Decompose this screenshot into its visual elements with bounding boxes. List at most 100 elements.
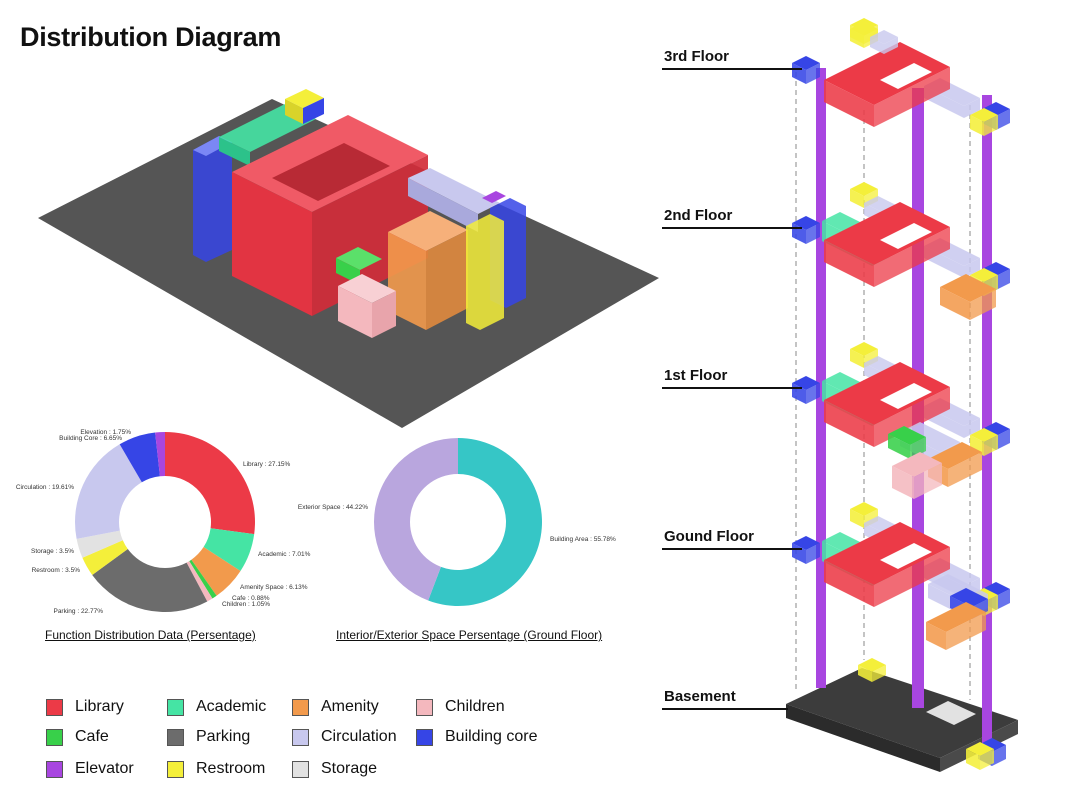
legend-label: Children (445, 698, 505, 715)
core-cube-side (806, 383, 820, 404)
legend-item-cafe: Cafe (46, 726, 109, 748)
legend-label: Parking (196, 728, 251, 745)
floor-leader-line (662, 708, 788, 710)
slice-building-core (119, 432, 160, 483)
library-ring-top (824, 522, 950, 585)
amenity-block-top (926, 602, 986, 632)
slice-label-library: Library : 27.15% (243, 461, 291, 468)
legend-swatch (416, 728, 433, 746)
floor-assembly-1 (792, 22, 1010, 136)
legend-item-academic: Academic (167, 696, 266, 718)
children-block-front (892, 466, 914, 499)
slice-label-parking: Parking : 22.77% (53, 608, 103, 615)
function-distribution-chart: Library : 27.15% Academic : 7.01% Amenity … (16, 429, 311, 615)
slice-label-children: Children : 1.05% (222, 601, 270, 608)
legend-label: Elevator (75, 760, 134, 777)
legend-item-building-core: Building core (416, 726, 538, 748)
floor-label-3: 1st Floor (664, 367, 728, 384)
legend-swatch (292, 728, 309, 746)
restroom-cube-side (984, 115, 998, 136)
library-atrium (880, 543, 932, 569)
library-ring-front (824, 80, 874, 127)
core-cube-side (996, 589, 1010, 610)
legend-item-library: Library (46, 696, 124, 718)
site-massing-model (38, 89, 659, 428)
slice-circulation (74, 444, 142, 539)
restroom-cube-front (850, 189, 864, 208)
basement-restroom-cube-side (980, 749, 994, 770)
circulation-block (408, 168, 500, 214)
legend-item-amenity: Amenity (292, 696, 379, 718)
slice-elevation (155, 432, 165, 477)
slice-label-building-area: Building Area : 55.78% (550, 536, 616, 543)
floor-label-1: 3rd Floor (664, 48, 730, 65)
amenity-block-top (940, 274, 996, 302)
amenity-block-top (928, 442, 982, 469)
children-block-side (914, 463, 942, 499)
slice-exterior-space (374, 438, 458, 601)
slice-storage (76, 530, 123, 558)
core-cube-side (996, 109, 1010, 130)
basement-storage (926, 701, 976, 725)
core-cube-side (806, 63, 820, 84)
library-ring-side (874, 547, 950, 607)
page-title: Distribution Diagram (20, 22, 282, 52)
restroom-cube-front (970, 115, 984, 136)
legend-label: Academic (196, 698, 267, 715)
basement-slab-front (786, 704, 940, 772)
core-cube-side (996, 429, 1010, 450)
children-block (338, 274, 396, 303)
restroom-cube-front (850, 509, 864, 528)
roof-cores (850, 18, 898, 54)
library-atrium (880, 63, 932, 89)
legend-swatch (292, 760, 309, 778)
elevator-shaft-right (982, 95, 992, 745)
library-block-side (312, 155, 428, 316)
cafe-block (336, 247, 382, 270)
core-cube-side (806, 543, 820, 564)
amenity-block-side (970, 289, 996, 320)
restroom-column (466, 214, 504, 330)
legend-item-storage: Storage (292, 758, 377, 780)
slice-label-amenity-space: Amenity Space : 6.13% (240, 584, 308, 591)
slice-building-area (428, 438, 542, 606)
cafe-block-top (888, 426, 926, 445)
amenity-block-side (946, 612, 986, 650)
library-ring-top (824, 42, 950, 105)
space-chart-caption: Interior/Exterior Space Persentage (Grou… (336, 628, 603, 642)
floor-assembly-3 (792, 342, 1010, 499)
circulation-block-side (964, 98, 980, 118)
library-ring-side (874, 67, 950, 127)
basement-restroom-cube-front (858, 665, 872, 682)
library-atrium (880, 383, 932, 409)
space-distribution-chart: Building Area : 55.78%Exterior Space : 4… (298, 438, 616, 606)
children-block-front (338, 286, 372, 338)
exploded-floor-axonometric (786, 18, 1018, 772)
floor-assembly-4 (792, 502, 1010, 650)
amenity-block-side (948, 452, 982, 487)
slice-restroom (82, 540, 128, 575)
floor-leader-line (662, 68, 802, 70)
legend-label: Cafe (75, 728, 109, 745)
library-atrium (880, 223, 932, 249)
circulation-block-front (408, 178, 478, 232)
slice-label-circulation: Circulation : 19.61% (16, 484, 74, 491)
legend-item-elevator: Elevator (46, 758, 134, 780)
circulation-block-side (964, 258, 980, 278)
floor-leader-line (662, 387, 802, 389)
circulation-block-side (964, 418, 980, 438)
slice-parking (92, 549, 208, 612)
library-ring-top (824, 362, 950, 425)
amenity-block-front (940, 287, 970, 320)
slice-label-academic: Academic : 7.01% (258, 551, 311, 558)
circulation-cube-front (870, 37, 884, 54)
amenity-block-front (388, 232, 426, 330)
legend-item-restroom: Restroom (167, 758, 265, 780)
circulation-cube-side (884, 37, 898, 54)
slice-label-storage: Storage : 3.5% (31, 548, 74, 555)
library-ring-side (874, 227, 950, 287)
slice-label-building-core: Building Core : 6.65% (59, 435, 122, 442)
legend-item-children: Children (416, 696, 505, 718)
legend-label: Amenity (321, 698, 379, 715)
